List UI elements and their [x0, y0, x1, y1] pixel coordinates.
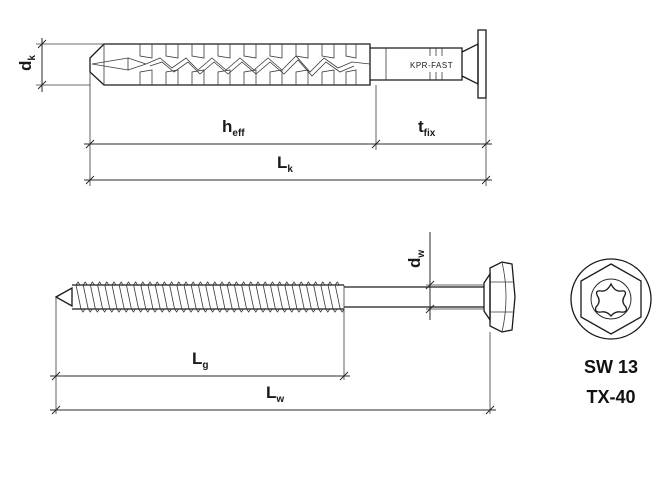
- thread-crest: [313, 281, 323, 313]
- thread-crest: [190, 281, 201, 313]
- thread-line: [176, 284, 183, 310]
- thread-crest: [104, 281, 115, 313]
- thread-crest: [212, 281, 223, 313]
- thread-crest: [126, 281, 136, 313]
- thread-crest: [262, 281, 273, 313]
- thread-crest: [176, 281, 187, 313]
- thread-line: [327, 284, 334, 310]
- label-tfix: tfix: [418, 117, 436, 139]
- thread-crest: [147, 281, 158, 313]
- drive-size-label: SW 13: [584, 357, 638, 377]
- thread-line: [255, 284, 262, 310]
- thread-line: [248, 284, 255, 310]
- thread-crest: [140, 281, 151, 313]
- thread-line: [334, 284, 341, 310]
- thread-crest: [162, 281, 172, 313]
- thread-crest: [111, 281, 122, 313]
- thread-line: [277, 284, 283, 310]
- thread-crest: [97, 281, 107, 313]
- torx-icon: [594, 282, 628, 318]
- thread-crest: [205, 281, 215, 313]
- thread-crest: [198, 281, 208, 313]
- thread-crest: [270, 281, 280, 313]
- thread-crest: [219, 281, 230, 313]
- thread-crest: [75, 281, 86, 313]
- thread-line: [262, 284, 269, 310]
- thread-line: [234, 284, 240, 310]
- label-heff: heff: [222, 117, 245, 139]
- thread-line: [291, 284, 298, 310]
- thread-line: [162, 284, 168, 310]
- thread-line: [198, 284, 204, 310]
- thread-line: [270, 284, 276, 310]
- dimension-heff-tfix: heff tfix: [84, 117, 492, 149]
- anchor-drawing: KPR-FAST: [89, 29, 487, 99]
- thread-line: [205, 284, 211, 310]
- thread-line: [133, 284, 139, 310]
- thread-crest: [118, 281, 129, 313]
- screw-threads: [75, 281, 345, 313]
- screw-drawing: [54, 261, 516, 333]
- thread-line: [111, 284, 118, 310]
- thread-crest: [277, 281, 287, 313]
- thread-line: [169, 284, 175, 310]
- thread-crest: [169, 281, 179, 313]
- thread-line: [75, 284, 82, 310]
- thread-crest: [248, 281, 259, 313]
- label-lw: Lw: [266, 383, 284, 405]
- thread-crest: [255, 281, 266, 313]
- thread-crest: [183, 281, 194, 313]
- thread-crest: [226, 281, 237, 313]
- thread-line: [147, 284, 154, 310]
- dimension-lk: Lk: [84, 153, 492, 185]
- thread-crest: [298, 281, 309, 313]
- thread-crest: [291, 281, 302, 313]
- brand-label: KPR-FAST: [410, 61, 453, 70]
- thread-crest: [234, 281, 244, 313]
- thread-line: [154, 284, 161, 310]
- thread-crest: [320, 281, 331, 313]
- thread-crest: [241, 281, 251, 313]
- thread-line: [104, 284, 111, 310]
- dimension-lw: Lw: [50, 383, 496, 415]
- thread-crest: [306, 281, 316, 313]
- thread-line: [313, 284, 319, 310]
- dimension-lg: Lg: [50, 349, 350, 381]
- thread-line: [219, 284, 226, 310]
- thread-line: [241, 284, 247, 310]
- label-dk: dk: [16, 55, 38, 71]
- label-dw: dw: [405, 250, 427, 268]
- thread-line: [90, 284, 96, 310]
- thread-line: [140, 284, 147, 310]
- thread-line: [183, 284, 190, 310]
- thread-line: [298, 284, 305, 310]
- thread-crest: [327, 281, 338, 313]
- drive-head-icon: [570, 258, 652, 340]
- drive-type-label: TX-40: [586, 387, 635, 407]
- thread-crest: [154, 281, 165, 313]
- thread-line: [126, 284, 132, 310]
- thread-line: [190, 284, 197, 310]
- thread-line: [226, 284, 233, 310]
- thread-crest: [90, 281, 100, 313]
- thread-line: [82, 284, 89, 310]
- thread-line: [284, 284, 291, 310]
- label-lk: Lk: [277, 153, 293, 175]
- dimension-dw: dw: [405, 232, 484, 320]
- thread-crest: [334, 281, 345, 313]
- thread-line: [320, 284, 327, 310]
- thread-line: [212, 284, 219, 310]
- thread-line: [306, 284, 312, 310]
- thread-crest: [82, 281, 93, 313]
- thread-crest: [284, 281, 295, 313]
- label-lg: Lg: [192, 349, 209, 371]
- anchor-segments: [139, 44, 371, 85]
- thread-crest: [133, 281, 143, 313]
- thread-line: [97, 284, 103, 310]
- thread-line: [118, 284, 125, 310]
- dimension-dk: dk: [16, 38, 104, 92]
